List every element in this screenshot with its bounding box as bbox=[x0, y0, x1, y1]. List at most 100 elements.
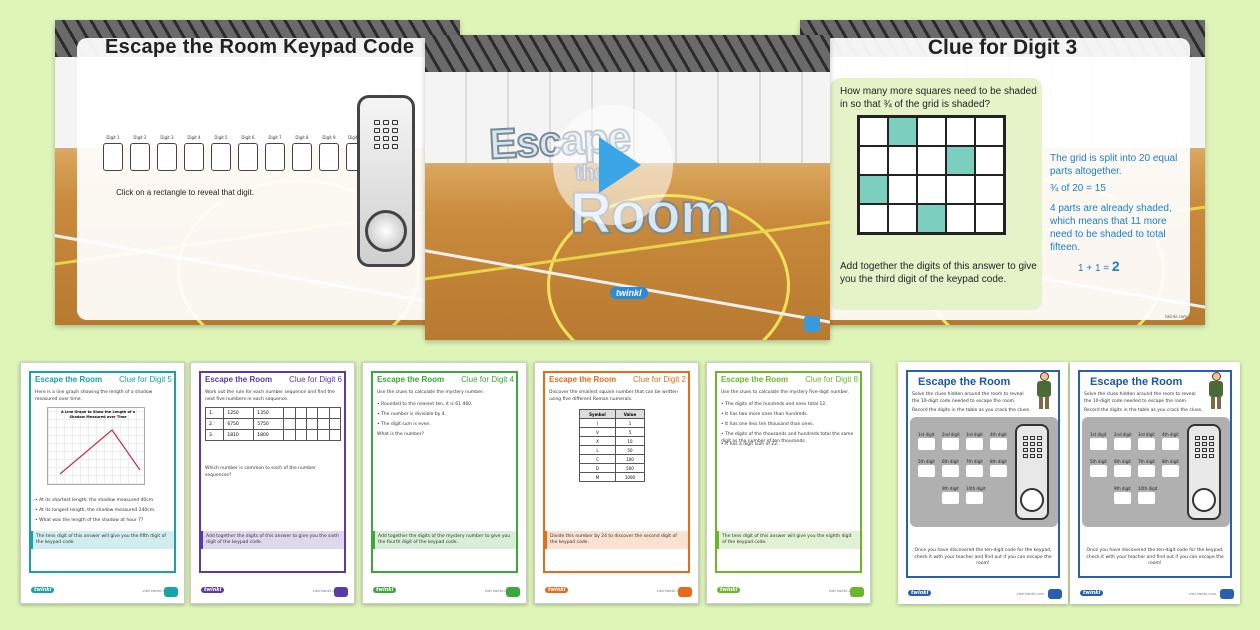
digit-label: 4th digit bbox=[1162, 432, 1179, 437]
digit-cell[interactable] bbox=[1090, 438, 1107, 450]
empty-cell[interactable] bbox=[294, 418, 307, 430]
digit-box[interactable] bbox=[319, 143, 339, 171]
empty-cell[interactable] bbox=[317, 429, 330, 441]
grid-cell bbox=[888, 117, 917, 146]
sheet-clue-label: Clue for Digit 4 bbox=[461, 375, 514, 384]
digit-cell[interactable] bbox=[1138, 465, 1155, 477]
empty-cell[interactable] bbox=[328, 407, 342, 419]
play-button-icon[interactable] bbox=[553, 105, 673, 225]
digit-cell[interactable] bbox=[918, 465, 935, 477]
digit-label: Digit 1 bbox=[106, 135, 120, 140]
digit-box[interactable] bbox=[211, 143, 231, 171]
digit-cell[interactable] bbox=[1114, 465, 1131, 477]
site-link[interactable]: visit twinkl.com bbox=[484, 589, 512, 593]
grid-cell bbox=[975, 146, 1004, 175]
empty-cell[interactable] bbox=[317, 418, 330, 430]
digit-box[interactable] bbox=[103, 143, 123, 171]
slide-title-escape-room[interactable]: Escape the Room twinkl bbox=[425, 35, 830, 340]
digit-cell[interactable] bbox=[1138, 492, 1155, 504]
site-link[interactable]: visit twinkl.com bbox=[828, 589, 856, 593]
digit-box[interactable] bbox=[292, 143, 312, 171]
answer-line-3: 4 parts are already shaded, which means … bbox=[1050, 203, 1172, 253]
twinkl-logo: twinkl bbox=[1080, 590, 1104, 596]
digit-cell[interactable] bbox=[942, 492, 959, 504]
empty-cell[interactable] bbox=[283, 418, 296, 430]
sheet-border bbox=[906, 370, 1060, 578]
grid-cell bbox=[859, 117, 888, 146]
digit-cell[interactable] bbox=[1162, 438, 1179, 450]
digit-label: 6th digit bbox=[1114, 459, 1131, 464]
slide-clue-digit-3[interactable]: Clue for Digit 3 How many more squares n… bbox=[800, 20, 1205, 325]
table-cell: C bbox=[579, 454, 616, 464]
digit-cell[interactable] bbox=[990, 465, 1007, 477]
empty-cell[interactable] bbox=[305, 418, 319, 430]
site-link[interactable]: visit twinkl.com bbox=[656, 589, 684, 593]
corner-badge-icon bbox=[334, 587, 348, 597]
sheet-clue-label: Clue for Digit 2 bbox=[633, 375, 686, 384]
digit-slot-9[interactable]: Digit 9 bbox=[319, 135, 339, 171]
digit-cell[interactable] bbox=[1114, 492, 1131, 504]
sheet-clue-label: Clue for Digit 8 bbox=[805, 375, 858, 384]
digit-slot-3[interactable]: Digit 3 bbox=[157, 135, 177, 171]
table-cell: 6750 bbox=[223, 418, 255, 430]
sheet-footer-box: Add together the digits of this answer t… bbox=[201, 531, 344, 549]
site-link[interactable]: visit twinkl.com bbox=[1188, 592, 1216, 596]
digit-cell[interactable] bbox=[1162, 465, 1179, 477]
answer-line-1: The grid is split into 20 equal parts al… bbox=[1050, 153, 1178, 177]
empty-cell[interactable] bbox=[294, 407, 307, 419]
digit-box[interactable] bbox=[238, 143, 258, 171]
digit-cell[interactable] bbox=[966, 438, 983, 450]
sheet-border bbox=[1078, 370, 1232, 578]
digit-slot-6[interactable]: Digit 6 bbox=[238, 135, 258, 171]
digit-cell[interactable] bbox=[942, 465, 959, 477]
sheet-point: • The number is divisible by 4. bbox=[377, 412, 447, 417]
digit-slot-2[interactable]: Digit 2 bbox=[130, 135, 150, 171]
empty-cell[interactable] bbox=[317, 407, 330, 419]
digit-cell[interactable] bbox=[966, 492, 983, 504]
empty-cell[interactable] bbox=[305, 429, 319, 441]
footer-link[interactable]: twinkl.com bbox=[1165, 314, 1187, 319]
sheet-border bbox=[29, 371, 176, 573]
digit-cell[interactable] bbox=[1138, 438, 1155, 450]
digit-cell[interactable] bbox=[966, 465, 983, 477]
digit-slot-7[interactable]: Digit 7 bbox=[265, 135, 285, 171]
digit-cell[interactable] bbox=[1090, 465, 1107, 477]
digit-box[interactable] bbox=[184, 143, 204, 171]
empty-cell[interactable] bbox=[294, 429, 307, 441]
digit-cell[interactable] bbox=[942, 438, 959, 450]
digit-cell[interactable] bbox=[1114, 438, 1131, 450]
digit-box[interactable] bbox=[157, 143, 177, 171]
digit-slot-5[interactable]: Digit 5 bbox=[211, 135, 231, 171]
site-link[interactable]: visit twinkl.com bbox=[142, 589, 170, 593]
sheet-footer-box: Add together the digits of the mystery n… bbox=[373, 531, 516, 549]
sheet-record-text: Record the digits in the table as you cr… bbox=[1084, 408, 1203, 413]
sheet-point: • The digit sum is even. bbox=[377, 422, 431, 427]
table-cell: X bbox=[579, 436, 616, 446]
table-cell: M bbox=[579, 472, 616, 482]
sheet-intro: Work out the rule for each number sequen… bbox=[205, 390, 335, 402]
empty-cell[interactable] bbox=[305, 407, 319, 419]
grid-cell bbox=[917, 175, 946, 204]
digit-cell[interactable] bbox=[990, 438, 1007, 450]
digit-cell[interactable] bbox=[918, 438, 935, 450]
digit-slot-8[interactable]: Digit 8 bbox=[292, 135, 312, 171]
digit-slot-4[interactable]: Digit 4 bbox=[184, 135, 204, 171]
graph-line bbox=[59, 429, 141, 475]
digit-box[interactable] bbox=[130, 143, 150, 171]
site-link[interactable]: visit twinkl.com bbox=[312, 589, 340, 593]
empty-cell[interactable] bbox=[283, 429, 296, 441]
empty-cell[interactable] bbox=[328, 418, 342, 430]
digit-box[interactable] bbox=[265, 143, 285, 171]
empty-cell[interactable] bbox=[283, 407, 296, 419]
empty-cell[interactable] bbox=[328, 429, 342, 441]
site-link[interactable]: visit twinkl.com bbox=[1016, 592, 1044, 596]
digit-slot-1[interactable]: Digit 1 bbox=[103, 135, 123, 171]
